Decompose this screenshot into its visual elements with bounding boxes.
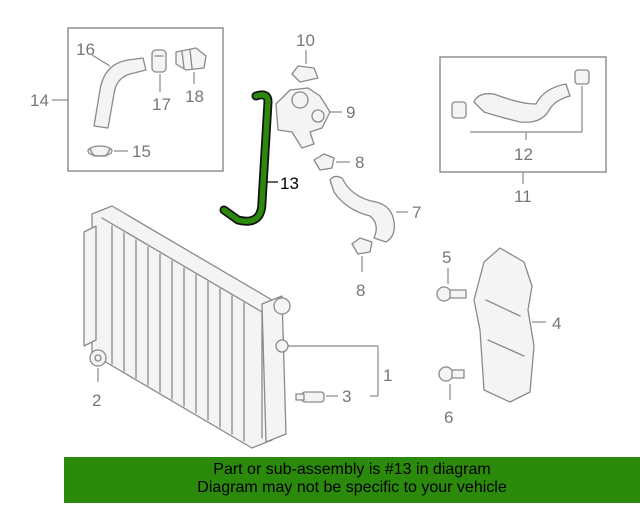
inset-box-14 [52,27,224,172]
part-8-clamp-lower[interactable] [351,237,373,255]
part-6-bolt[interactable] [438,366,465,382]
callout-16: 16 [76,40,95,59]
callout-8-lower: 8 [356,281,365,300]
part-17-clamp[interactable] [151,49,167,73]
part-4-air-guard[interactable] [473,247,535,403]
part-18-fitting[interactable] [175,47,207,71]
part-8-clamp-upper[interactable] [313,153,335,171]
callout-6: 6 [444,408,453,427]
inset-box-11 [439,56,607,184]
part-11-clamp-right[interactable] [574,69,590,85]
parts-diagram: 1 2 3 4 5 6 7 8 8 9 10 11 12 13 14 15 16… [30,27,607,449]
callout-10: 10 [296,31,315,50]
part-info-banner: Part or sub-assembly is #13 in diagram D… [64,457,640,503]
callout-11: 11 [514,187,532,206]
callout-8-upper: 8 [355,153,364,172]
part-10-cap[interactable] [291,65,319,83]
callout-15: 15 [132,142,151,161]
banner-line-2: Diagram may not be specific to your vehi… [197,479,507,496]
part-9-housing[interactable] [275,87,331,149]
callout-3: 3 [342,387,351,406]
part-11-clamp-left[interactable] [451,101,467,119]
callout-5: 5 [442,248,451,267]
callout-13: 13 [280,174,299,193]
callout-7: 7 [412,203,421,222]
radiator[interactable] [83,205,291,449]
part-2-plug[interactable] [89,349,107,367]
callout-4: 4 [552,314,561,333]
part-15-cap[interactable] [87,145,113,157]
part-16-hose[interactable] [93,57,147,129]
callout-12: 12 [514,145,533,164]
callout-9: 9 [346,103,355,122]
callout-17: 17 [152,95,171,114]
part-13-hose[interactable] [219,90,273,226]
callout-2: 2 [92,391,101,410]
part-3-drain-plug[interactable] [295,391,325,403]
callout-1: 1 [383,366,392,385]
banner-line-1: Part or sub-assembly is #13 in diagram [213,461,491,478]
callout-18: 18 [185,87,204,106]
part-5-bolt[interactable] [436,286,467,302]
part-7-hose[interactable] [329,175,395,243]
callout-14: 14 [30,91,49,110]
part-12-hose[interactable] [473,83,571,123]
